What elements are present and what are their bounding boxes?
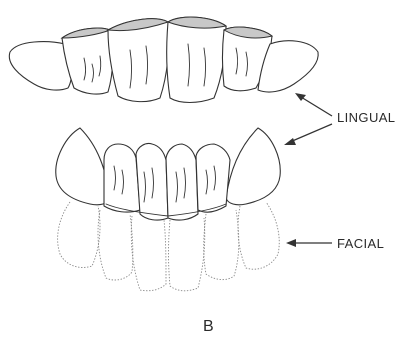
- facial-label: FACIAL: [337, 236, 384, 251]
- upper-tooth-right-central: [167, 17, 226, 102]
- lingual-arrows: [284, 93, 332, 145]
- panel-label: B: [203, 318, 214, 336]
- lower-tooth-left-central: [136, 143, 168, 220]
- lower-tooth-left-canine: [56, 128, 110, 205]
- lower-tooth-right-central: [166, 144, 198, 220]
- lower-tooth-left-lateral: [104, 144, 140, 212]
- facial-arrow: [286, 239, 332, 247]
- upper-arch: [9, 17, 318, 102]
- lower-arch: [56, 128, 280, 220]
- lower-tooth-right-canine: [226, 128, 280, 205]
- lower-tooth-right-lateral: [196, 144, 230, 212]
- upper-tooth-left-central: [108, 19, 169, 102]
- upper-tooth-left-canine: [9, 42, 71, 90]
- lingual-label: LINGUAL: [337, 110, 395, 125]
